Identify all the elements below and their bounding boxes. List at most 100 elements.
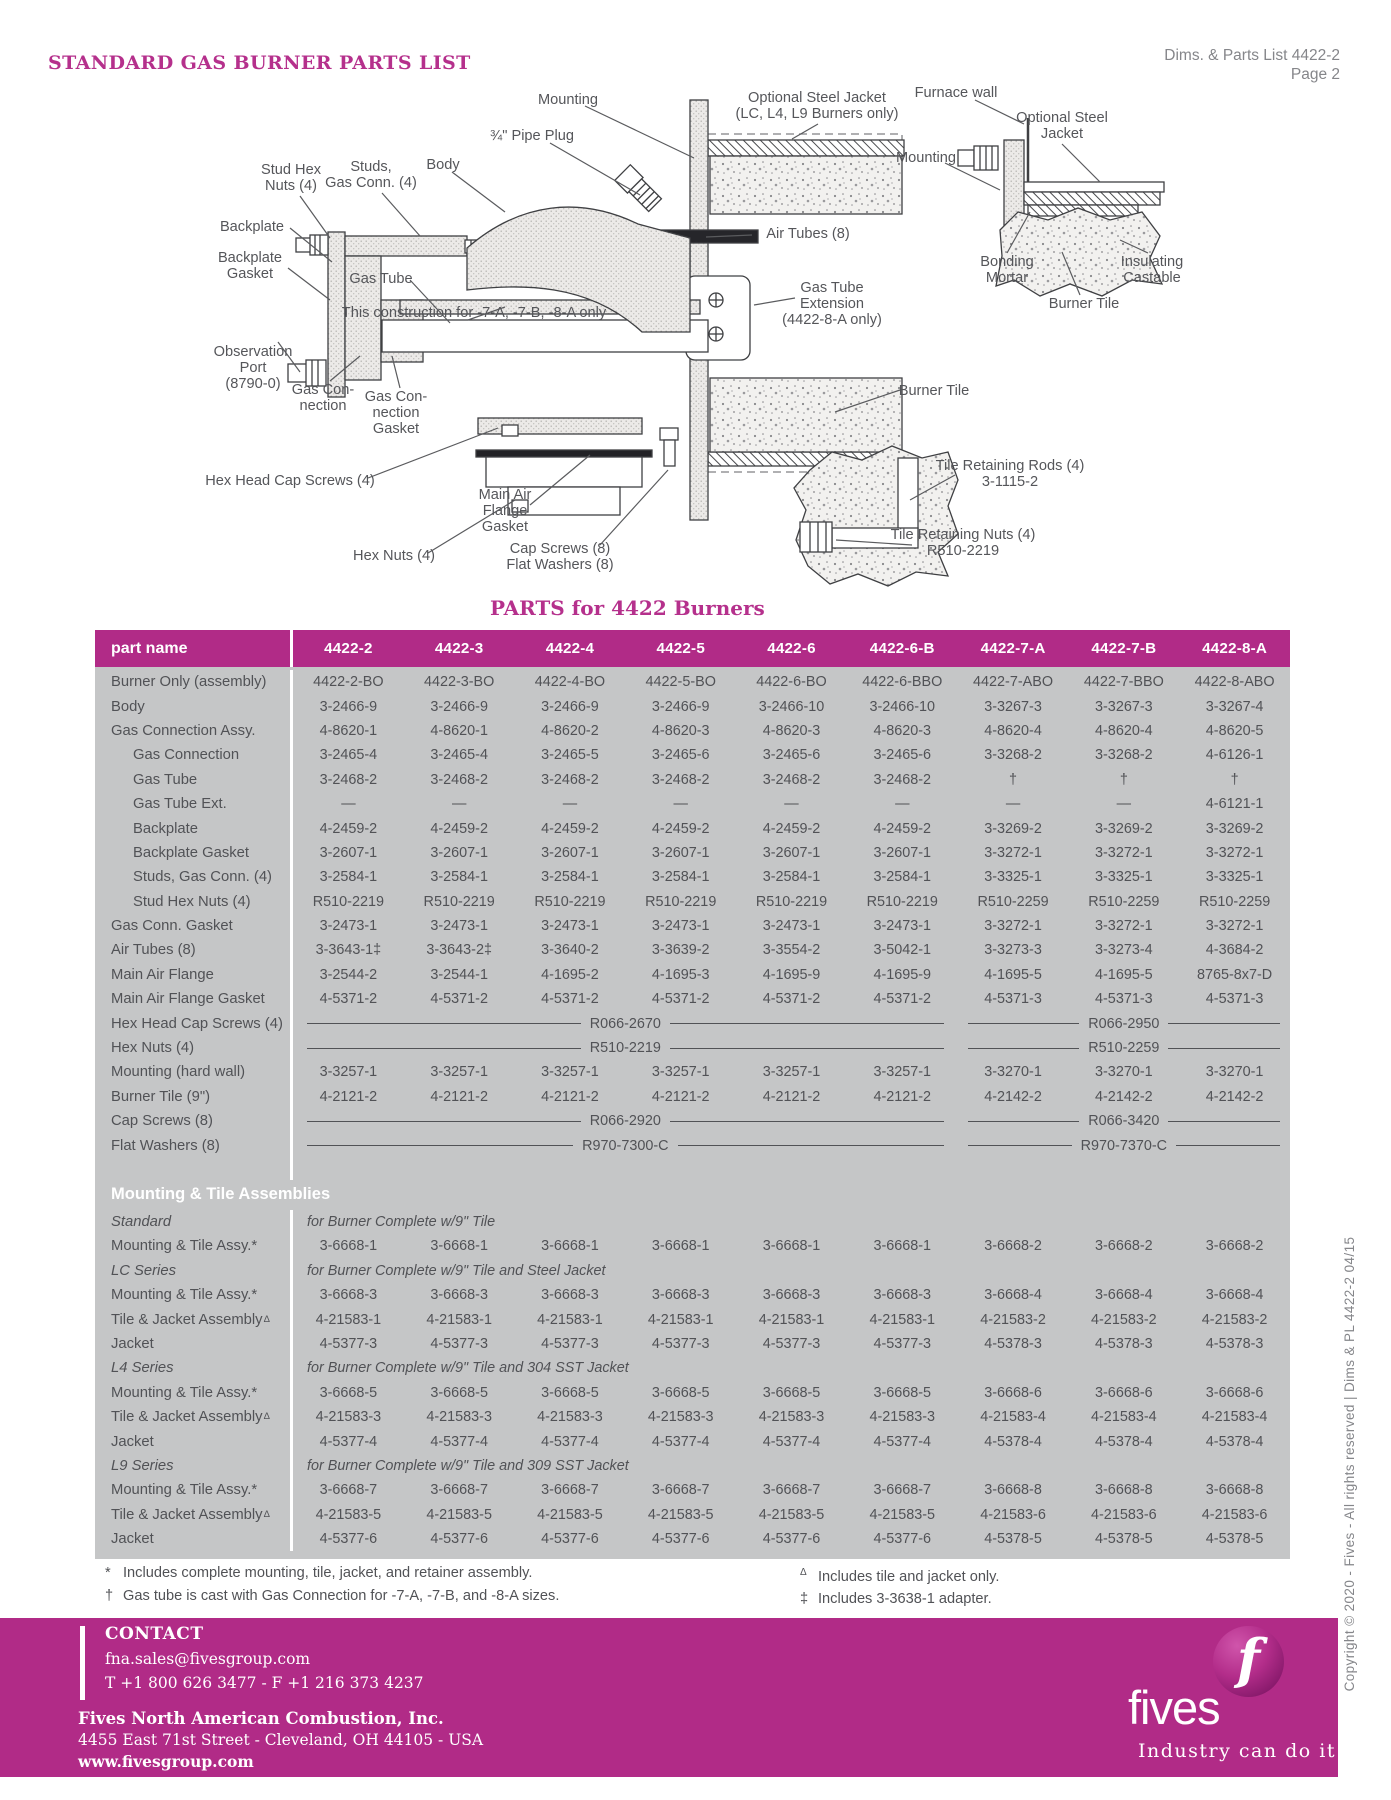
- part-number-cell: 4-21583-2: [1091, 1311, 1157, 1328]
- part-number-cell: 4422-7-ABO: [973, 674, 1054, 691]
- part-number-cell: 3-3270-1: [984, 1064, 1042, 1081]
- part-number-cell: 4-21583-5: [647, 1506, 714, 1523]
- part-number-cell: 4-5377-4: [873, 1433, 932, 1450]
- fives-wordmark: fives: [1128, 1681, 1221, 1734]
- shared-part-number: R970-7370-C: [1080, 1137, 1168, 1154]
- part-number-cell: 3-6668-6: [1095, 1384, 1153, 1401]
- label-studs-gas-conn: Studs, Gas Conn. (4): [325, 159, 417, 191]
- part-number-cell: 4-1695-3: [651, 966, 710, 983]
- span-rule: [1168, 1047, 1280, 1049]
- part-number-cell: 4-21583-4: [980, 1409, 1046, 1426]
- contact-email-link[interactable]: fna.sales@fivesgroup.com: [105, 1650, 311, 1668]
- part-number-cell: 3-6668-3: [430, 1287, 488, 1304]
- footnote: ‡Includes 3-3638-1 adapter.: [800, 1588, 999, 1611]
- part-number-cell: 4-1695-2: [541, 966, 599, 983]
- wall-detail-drawing: [957, 118, 1165, 297]
- span-rule: [307, 1145, 574, 1147]
- part-name-cell: Mounting (hard wall): [95, 1060, 293, 1085]
- part-number-cell: 3-6668-6: [984, 1384, 1042, 1401]
- shared-part-number: R066-3420: [1088, 1113, 1160, 1130]
- part-number-cell: 3-6668-8: [1205, 1482, 1264, 1499]
- part-number-cell: 3-2473-1: [430, 918, 488, 935]
- part-name-cell: Burner Tile (9"): [95, 1084, 293, 1110]
- label-insulating-castable: Insulating Castable: [1120, 254, 1184, 286]
- part-number-cell: 4-6121-1: [1205, 796, 1264, 813]
- shared-part-number: R970-7300-C: [582, 1137, 669, 1154]
- span-rule: [677, 1145, 944, 1147]
- part-number-cell: 3-3268-2: [984, 747, 1042, 764]
- column-header: 4422-6-B: [869, 640, 935, 657]
- part-number-cell: †: [1230, 771, 1239, 788]
- part-number-cell: 4-21583-5: [537, 1506, 603, 1523]
- label-observation-port: Observation Port (8790-0): [213, 344, 293, 392]
- part-number-cell: 4-21583-3: [647, 1409, 714, 1426]
- shared-part-span: R066-2950: [958, 1016, 1290, 1032]
- part-number-cell: 4-2459-2: [651, 820, 710, 837]
- part-number-cell: 3-3640-2: [541, 942, 599, 959]
- part-number-cell: 4-21583-4: [1201, 1409, 1268, 1426]
- part-number-cell: 4-5371-2: [319, 991, 378, 1008]
- part-number-cell: 4-2459-2: [762, 820, 821, 837]
- part-number-cell: 4-21583-5: [315, 1506, 382, 1523]
- table-row: Flat Washers (8) R970-7300-C R970-7370-C: [95, 1133, 1290, 1158]
- series-description-cell: for Burner Complete w/9" Tile and 309 SS…: [307, 1457, 629, 1474]
- part-number-cell: —: [1005, 796, 1021, 813]
- part-number-cell: 4-21583-2: [1201, 1311, 1268, 1328]
- series-description-cell: for Burner Complete w/9" Tile: [307, 1214, 496, 1230]
- part-number-cell: 4-5377-6: [762, 1531, 821, 1548]
- part-number-cell: 3-3270-1: [1205, 1064, 1264, 1081]
- label-pipe-plug: ¾" Pipe Plug: [490, 128, 574, 144]
- part-name-cell: Backplate Gasket: [95, 840, 293, 866]
- part-number-cell: 4-2121-2: [762, 1088, 821, 1105]
- shared-part-span: R970-7370-C: [958, 1138, 1290, 1154]
- label-mounting: Mounting: [537, 92, 599, 108]
- part-number-cell: 4-21583-5: [426, 1506, 492, 1523]
- table-row: Burner Tile (9") 4-2121-2 4-2121-2 4-2121-2…: [95, 1084, 1290, 1110]
- part-number-cell: 3-2468-2: [873, 771, 932, 788]
- part-number-cell: 4-5371-2: [430, 991, 488, 1008]
- part-number-cell: 4-1695-9: [873, 966, 932, 983]
- label-hex-nuts: Hex Nuts (4): [353, 548, 435, 564]
- part-name-cell: Flat Washers (8): [95, 1133, 293, 1158]
- label-main-air-flange-gasket: Main Air Flange Gasket: [478, 487, 532, 535]
- span-rule: [967, 1120, 1080, 1122]
- shared-part-number: R066-2950: [1088, 1015, 1160, 1032]
- shared-part-span: R510-2259: [958, 1040, 1290, 1056]
- span-rule: [967, 1047, 1080, 1049]
- part-number-cell: 3-6668-6: [1205, 1384, 1264, 1401]
- main-section-drawing: [287, 99, 905, 521]
- label-burner-tile: Burner Tile: [898, 383, 970, 399]
- footnote-text: Gas tube is cast with Gas Connection for…: [123, 1587, 560, 1604]
- footnote: *Includes complete mounting, tile, jacke…: [105, 1562, 559, 1585]
- part-number-cell: R510-2219: [312, 893, 384, 910]
- part-number-cell: 4-21583-1: [647, 1311, 714, 1328]
- part-number-cell: 3-2466-9: [541, 698, 599, 715]
- span-rule: [1168, 1023, 1280, 1025]
- part-number-cell: 3-2468-2: [762, 771, 821, 788]
- part-number-cell: 3-3643-1‡: [315, 942, 382, 959]
- part-number-cell: 4-2121-2: [651, 1088, 710, 1105]
- part-number-cell: 4-3684-2: [1205, 942, 1264, 959]
- company-website-link[interactable]: www.fivesgroup.com: [78, 1752, 254, 1771]
- part-number-cell: 4-8620-3: [762, 722, 821, 739]
- series-name-cell: LC Series: [95, 1258, 293, 1283]
- part-number-cell: 3-5042-1: [873, 942, 932, 959]
- part-number-cell: 4-5371-2: [873, 991, 932, 1008]
- part-number-cell: 4-2142-2: [984, 1088, 1042, 1105]
- part-number-cell: R510-2219: [534, 893, 606, 910]
- part-number-cell: 3-2468-2: [430, 771, 488, 788]
- part-number-cell: 3-6668-3: [651, 1287, 710, 1304]
- part-number-cell: 3-6668-7: [430, 1482, 488, 1499]
- part-number-cell: 4-21583-2: [980, 1311, 1046, 1328]
- part-number-cell: —: [341, 796, 356, 813]
- part-number-cell: 4-2121-2: [541, 1088, 599, 1105]
- part-number-cell: 4-5377-4: [762, 1433, 821, 1450]
- part-number-cell: 3-2465-4: [319, 747, 378, 764]
- page-title: STANDARD GAS BURNER PARTS LIST: [48, 52, 471, 74]
- part-number-cell: 4-8620-5: [1205, 722, 1264, 739]
- span-rule: [1176, 1145, 1280, 1147]
